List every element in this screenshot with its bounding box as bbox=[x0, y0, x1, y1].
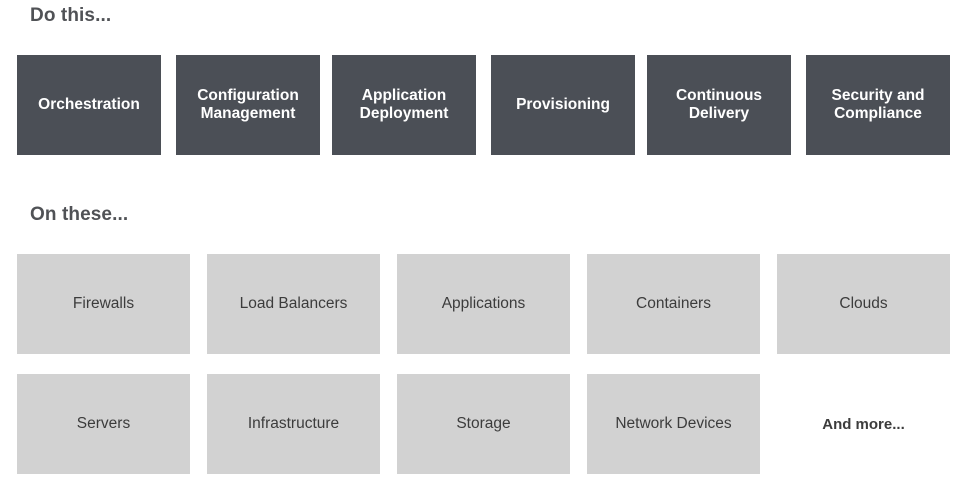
tile-containers[interactable]: Containers bbox=[587, 254, 760, 354]
tile-clouds[interactable]: Clouds bbox=[777, 254, 950, 354]
do-this-heading: Do this... bbox=[30, 5, 112, 26]
on-these-heading: On these... bbox=[30, 204, 129, 225]
and-more-link[interactable]: And more... bbox=[822, 415, 905, 433]
tile-network-devices[interactable]: Network Devices bbox=[587, 374, 760, 474]
tile-load-balancers[interactable]: Load Balancers bbox=[207, 254, 380, 354]
tile-security-and-compliance[interactable]: Security and Compliance bbox=[806, 55, 950, 155]
tile-application-deployment[interactable]: Application Deployment bbox=[332, 55, 476, 155]
tile-firewalls[interactable]: Firewalls bbox=[17, 254, 190, 354]
tile-storage[interactable]: Storage bbox=[397, 374, 570, 474]
tile-orchestration[interactable]: Orchestration bbox=[17, 55, 161, 155]
tile-continuous-delivery[interactable]: Continuous Delivery bbox=[647, 55, 791, 155]
tile-infrastructure[interactable]: Infrastructure bbox=[207, 374, 380, 474]
tile-provisioning[interactable]: Provisioning bbox=[491, 55, 635, 155]
tile-configuration-management[interactable]: Configuration Management bbox=[176, 55, 320, 155]
tile-applications[interactable]: Applications bbox=[397, 254, 570, 354]
tile-servers[interactable]: Servers bbox=[17, 374, 190, 474]
